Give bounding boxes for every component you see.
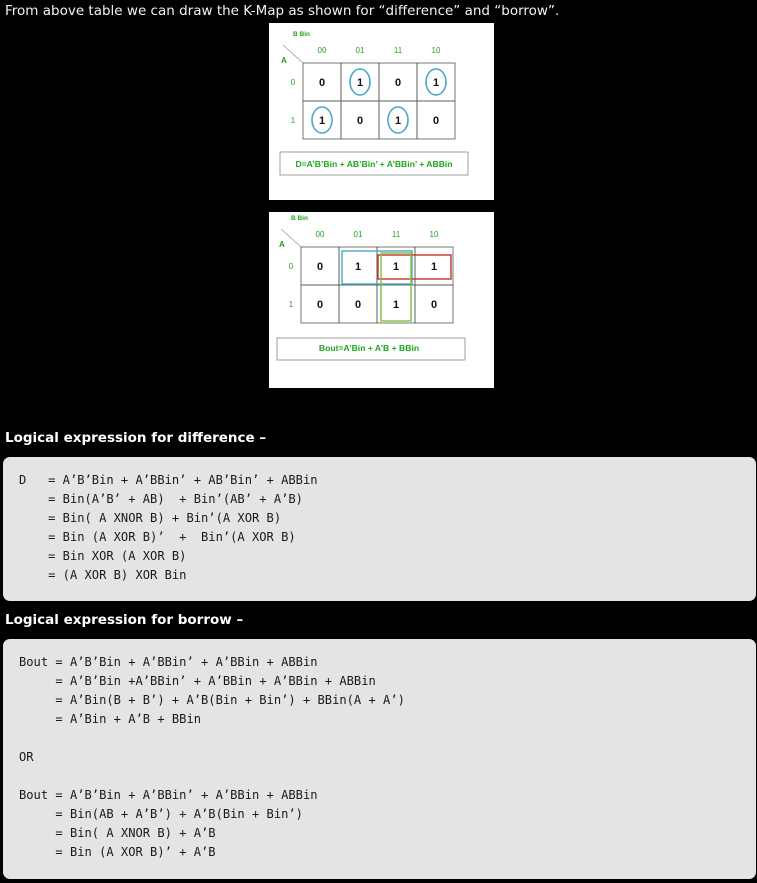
kmap-row-label: 0	[291, 78, 296, 87]
kmap-row-label: 1	[291, 116, 296, 125]
kmap-cell-value: 0	[395, 77, 401, 89]
borrow-code-block: Bout = A’B’Bin + A’BBin’ + A’BBin + ABBi…	[3, 639, 756, 879]
kmap-cell-value: 0	[317, 261, 323, 273]
kmap-group-b-bin	[380, 252, 412, 322]
borrow-heading: Logical expression for borrow –	[5, 612, 244, 628]
kmap-cell-border	[414, 284, 454, 324]
difference-code-text: D = A’B’Bin + A’BBin’ + AB’Bin’ + ABBin …	[19, 473, 318, 582]
kmap-cell-value: 0	[319, 77, 325, 89]
kmap-group-a-bin	[341, 250, 413, 285]
kmap-col-var-label: B Bin	[291, 215, 308, 222]
kmap-minterm-circle	[425, 68, 447, 96]
kmap-difference-expression: D=A’B’Bin + AB’Bin’ + A’BBin’ + ABBin	[295, 159, 452, 169]
kmap-col-label: 00	[318, 46, 327, 55]
kmap-cell-value: 0	[433, 115, 439, 127]
kmap-cell-value: 1	[433, 77, 439, 89]
kmap-cell-value: 1	[355, 261, 361, 273]
kmap-col-var-label: B Bin	[293, 31, 310, 38]
kmap-cell-value: 0	[317, 299, 323, 311]
kmap-group-a-b	[377, 254, 452, 280]
kmap-minterm-circle	[387, 106, 409, 134]
kmap-row-label: 0	[289, 262, 294, 271]
kmap-cell-value: 1	[319, 115, 325, 127]
kmap-cell-value: 1	[431, 261, 437, 273]
kmap-minterm-circle	[311, 106, 333, 134]
kmap-cell-value: 1	[393, 261, 399, 273]
kmap-cell-value: 1	[395, 115, 401, 127]
kmap-col-label: 10	[432, 46, 441, 55]
intro-paragraph: From above table we can draw the K-Map a…	[5, 3, 560, 19]
kmap-cell-value: 1	[393, 299, 399, 311]
difference-code-block: D = A’B’Bin + A’BBin’ + AB’Bin’ + ABBin …	[3, 457, 756, 601]
kmap-col-label: 01	[354, 230, 363, 239]
kmap-col-label: 10	[430, 230, 439, 239]
kmap-cell-border	[416, 100, 456, 140]
kmap-cell-value: 0	[431, 299, 437, 311]
difference-heading: Logical expression for difference –	[5, 430, 267, 446]
kmap-col-label: 11	[394, 46, 403, 55]
kmap-col-label: 11	[392, 230, 401, 239]
kmap-minterm-circle	[349, 68, 371, 96]
borrow-code-text: Bout = A’B’Bin + A’BBin’ + A’BBin + ABBi…	[19, 655, 405, 859]
kmap-col-label: 01	[356, 46, 365, 55]
kmap-cell-value: 0	[357, 115, 363, 127]
kmap-borrow-expression: Bout=A’Bin + A’B + BBin	[319, 343, 419, 353]
kmap-row-var-label: A	[279, 240, 285, 249]
kmap-cell-value: 0	[355, 299, 361, 311]
kmap-col-label: 00	[316, 230, 325, 239]
kmap-row-var-label: A	[281, 56, 287, 65]
kmap-cell-value: 1	[357, 77, 363, 89]
kmap-row-label: 1	[289, 300, 294, 309]
